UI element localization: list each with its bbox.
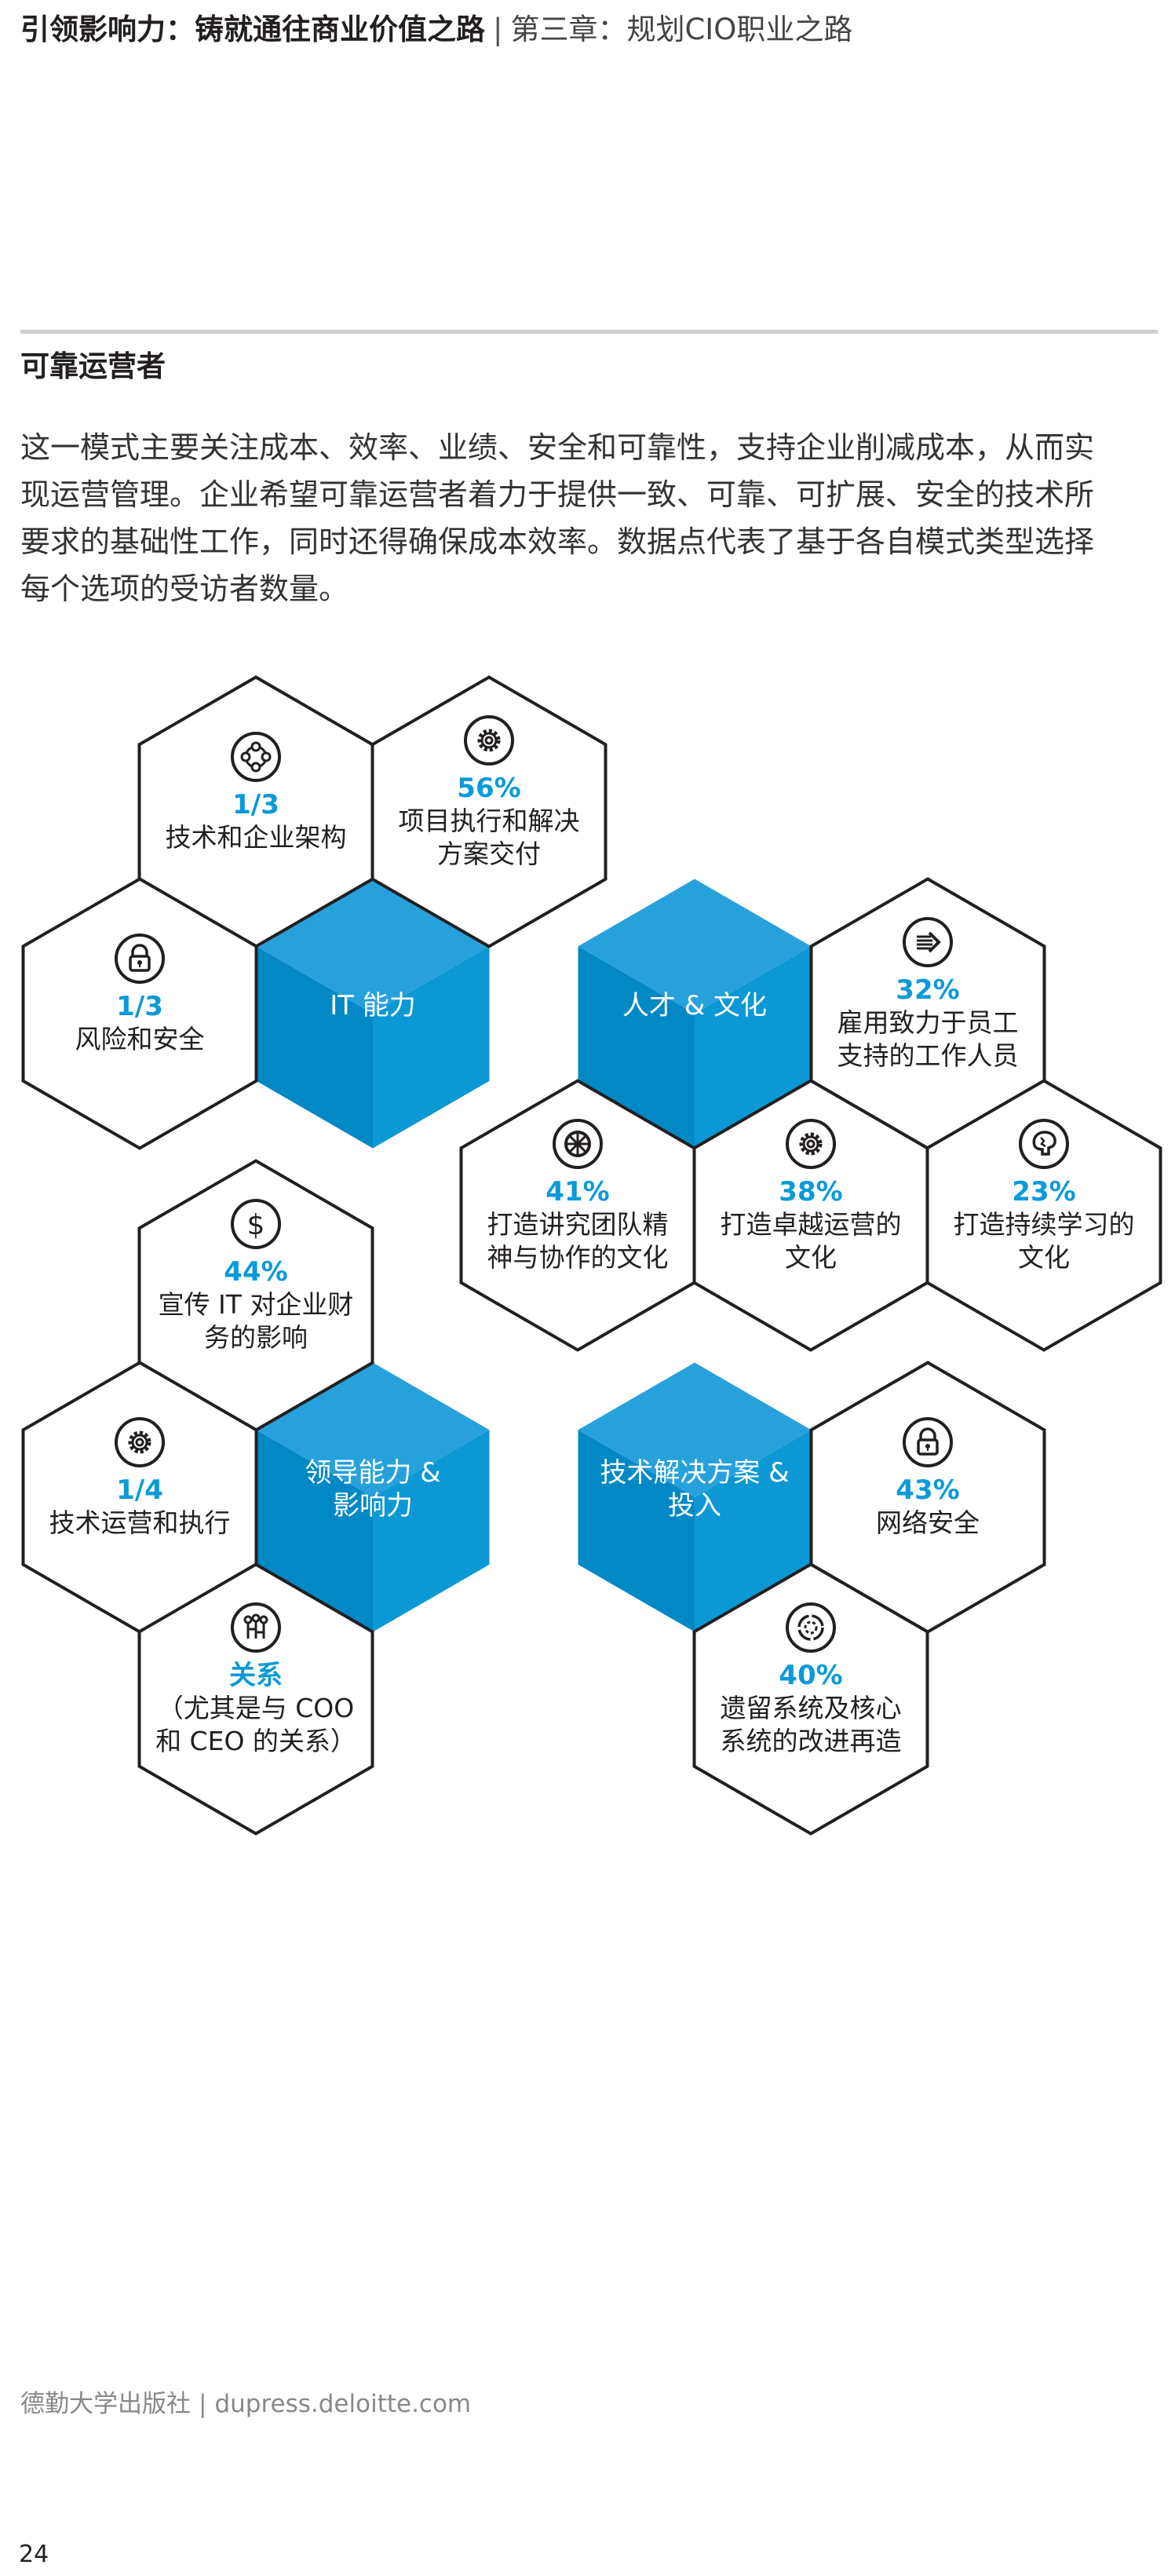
footer-separator: |: [199, 2390, 207, 2418]
stat-value: 43%: [896, 1474, 960, 1506]
hexagon-content: 56%项目执行和解决方案交付: [379, 714, 599, 871]
cube-left-face: [578, 1430, 695, 1632]
category-label-line: IT 能力: [330, 990, 416, 1021]
running-header: 引领影响力：铸就通往商业价值之路|第三章：规划CIO职业之路: [20, 11, 852, 49]
category-label: 领导能力 &影响力: [263, 1456, 483, 1522]
stat-label-line: 支持的工作人员: [837, 1040, 1019, 1071]
header-separator: |: [493, 13, 503, 46]
category-label: 技术解决方案 &投入: [585, 1456, 805, 1522]
page-number: 24: [19, 2541, 49, 2568]
hexagon-content: 23%打造持续学习的文化: [934, 1117, 1154, 1274]
stat-label-line: 网络安全: [876, 1507, 980, 1538]
stat-value: 1/3: [232, 789, 279, 820]
stat-label-line: 宣传 IT 对企业财: [158, 1289, 354, 1320]
body-line: 现运营管理。企业希望可靠运营者着力于提供一致、可靠、可扩展、安全的技术所: [20, 477, 1095, 512]
category-label-line: 领导能力 &: [305, 1457, 441, 1489]
body-paragraph: 这一模式主要关注成本、效率、业绩、安全和可靠性，支持企业削减成本，从而实 现运营…: [20, 424, 1094, 612]
stat-label-line: 技术运营和执行: [49, 1507, 231, 1538]
stat-label-line: 务的影响: [204, 1322, 308, 1353]
stat-label-line: 风险和安全: [75, 1024, 205, 1054]
stat-label-line: （尤其是与 COO: [157, 1693, 355, 1723]
hexagon-cell: [925, 1079, 1162, 1352]
stat-value: 41%: [546, 1176, 610, 1208]
category-label-line: 影响力: [333, 1490, 413, 1522]
hexagon-cell: [692, 1562, 929, 1836]
stat-label-line: 打造卓越运营的: [720, 1209, 902, 1240]
dollar-icon: $: [229, 1197, 283, 1251]
brain-icon: [1017, 1117, 1071, 1171]
hexagon-cell: [370, 675, 608, 948]
section-divider: [20, 330, 1158, 334]
stat-value: 40%: [779, 1660, 843, 1691]
category-label: IT 能力: [263, 989, 483, 1022]
stat-value: 23%: [1012, 1176, 1076, 1208]
chapter-title: 第三章：规划CIO职业之路: [510, 13, 853, 46]
gear-icon: [784, 1117, 837, 1171]
stat-value: 1/4: [116, 1474, 163, 1506]
stat-label-line: 项目执行和解决: [398, 806, 580, 836]
lock-icon: [113, 932, 166, 985]
hexagon-cell: [21, 877, 258, 1150]
gear-icon: [462, 714, 516, 767]
lock-icon: [901, 1416, 954, 1469]
gear-icon: [113, 1416, 166, 1469]
stat-value: 关系: [229, 1660, 283, 1691]
hexagon-cell: [137, 1562, 374, 1836]
body-line: 要求的基础性工作，同时还得确保成本效率。数据点代表了基于各自模式类型选择: [20, 524, 1095, 559]
stat-value: 38%: [779, 1176, 843, 1208]
crosshair-icon: [229, 730, 283, 784]
publisher: 德勤大学出版社: [20, 2390, 191, 2418]
cycle-icon: [784, 1601, 837, 1654]
stat-label-line: 雇用致力于员工: [837, 1007, 1019, 1038]
category-label-line: 技术解决方案 &: [600, 1457, 790, 1489]
stat-label-line: 系统的改进再造: [720, 1726, 902, 1756]
hexagon-content: 32%雇用致力于员工支持的工作人员: [818, 915, 1038, 1072]
body-line: 每个选项的受访者数量。: [20, 572, 349, 606]
hexagon-content: $44%宣传 IT 对企业财务的影响: [146, 1197, 366, 1354]
hexagon-content: 43%网络安全: [818, 1416, 1038, 1540]
category-label-line: 投入: [668, 1490, 721, 1522]
book-title: 引领影响力：铸就通往商业价值之路: [20, 13, 485, 46]
footer: 德勤大学出版社 |dupress.deloitte.com: [20, 2384, 471, 2419]
footer-url[interactable]: dupress.deloitte.com: [214, 2390, 472, 2418]
stat-value: 56%: [457, 773, 521, 804]
stat-label-line: 打造持续学习的: [953, 1209, 1135, 1240]
category-label-line: 人才 & 文化: [622, 990, 768, 1021]
section-title: 可靠运营者: [20, 349, 166, 383]
stat-label-line: 文化: [1018, 1242, 1070, 1273]
wheel-icon: [551, 1117, 604, 1171]
hexagon-content: 38%打造卓越运营的文化: [701, 1117, 921, 1274]
stat-value: 32%: [896, 974, 960, 1006]
arrow-right-icon: [901, 915, 954, 969]
cube-left-face: [256, 946, 373, 1149]
stat-label-line: 打造讲究团队精: [487, 1209, 669, 1240]
stat-label-line: 和 CEO 的关系）: [155, 1726, 356, 1756]
cube-right-face: [373, 1430, 490, 1632]
hexagon-content: 41%打造讲究团队精神与协作的文化: [468, 1117, 688, 1274]
category-label: 人才 & 文化: [585, 989, 805, 1022]
stat-label-line: 文化: [785, 1242, 837, 1273]
stat-label-line: 方案交付: [437, 839, 541, 869]
stat-label-line: 遗留系统及核心: [720, 1693, 902, 1723]
svg-text:$: $: [247, 1209, 265, 1241]
stat-value: 44%: [224, 1256, 288, 1288]
stat-label-line: 技术和企业架构: [165, 822, 347, 853]
hexagon-content: 40%遗留系统及核心系统的改进再造: [701, 1601, 921, 1758]
body-line: 这一模式主要关注成本、效率、业绩、安全和可靠性，支持企业削减成本，从而实: [20, 430, 1095, 465]
stat-label-line: 神与协作的文化: [487, 1242, 669, 1273]
network-icon: [229, 1601, 283, 1654]
cube-right-face: [373, 946, 490, 1149]
stat-value: 1/3: [116, 991, 163, 1022]
